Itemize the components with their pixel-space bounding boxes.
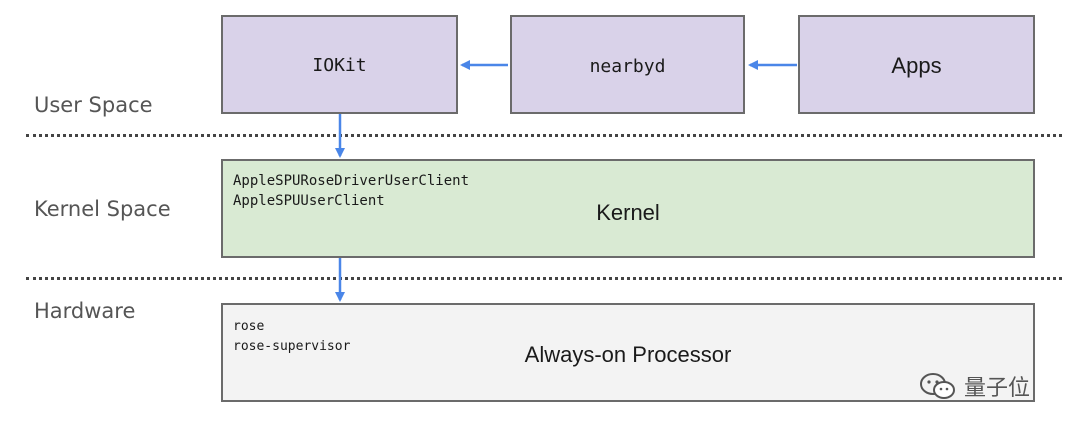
- wechat-icon: [920, 373, 955, 399]
- kernel-client-item: AppleSPUUserClient: [233, 193, 385, 209]
- user-space-label: User Space: [34, 93, 153, 117]
- kernel-hardware-separator: [26, 277, 1062, 280]
- iokit-box: IOKit: [221, 15, 458, 114]
- kernel-space-label: Kernel Space: [34, 197, 171, 221]
- nearbyd-label: nearbyd: [589, 56, 666, 77]
- kernel-box: AppleSPURoseDriverUserClient AppleSPUUse…: [221, 159, 1035, 258]
- kernel-client-list: AppleSPURoseDriverUserClient AppleSPUUse…: [233, 171, 469, 211]
- processor-process-item: rose-supervisor: [233, 339, 351, 354]
- hardware-label: Hardware: [34, 299, 136, 323]
- kernel-client-item: AppleSPURoseDriverUserClient: [233, 173, 470, 189]
- watermark-text: 量子位: [964, 376, 1031, 401]
- watermark: 量子位: [918, 370, 1030, 402]
- apps-label: Apps: [891, 53, 942, 78]
- iokit-label: IOKit: [312, 55, 367, 76]
- processor-title: Always-on Processor: [524, 342, 732, 367]
- nearbyd-box: nearbyd: [510, 15, 745, 114]
- user-kernel-separator: [26, 134, 1062, 137]
- processor-process-list: rose rose-supervisor: [233, 317, 350, 357]
- processor-box: rose rose-supervisor Always-on Processor: [221, 303, 1035, 402]
- apps-box: Apps: [798, 15, 1035, 114]
- processor-process-item: rose: [233, 319, 265, 334]
- kernel-title: Kernel: [596, 200, 660, 225]
